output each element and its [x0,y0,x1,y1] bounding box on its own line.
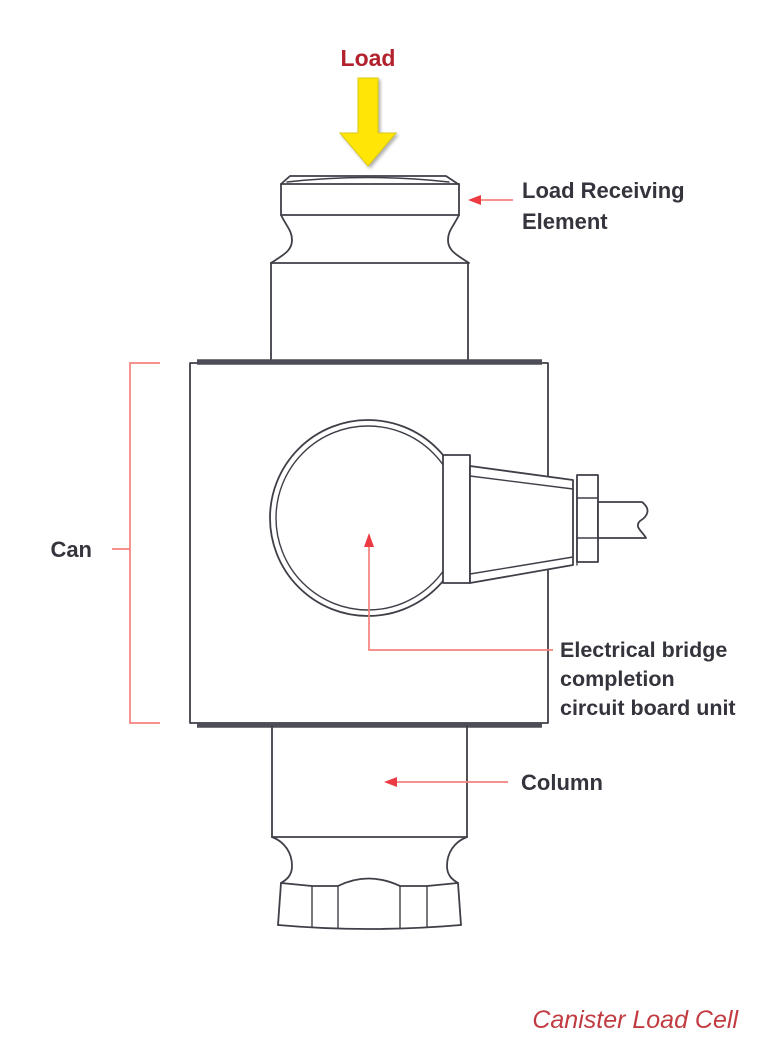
leader-arrowhead-left-icon [468,195,481,205]
can-bracket [112,362,160,724]
column-label: Column [521,770,603,795]
leader-column [384,777,508,787]
leader-load-receiving-element [468,195,513,205]
svg-text:Element: Element [522,209,608,234]
column-shape [271,725,468,930]
svg-text:completion: completion [560,667,675,691]
connector-taper [469,465,574,584]
can-label: Can [50,537,92,562]
diagram-caption: Canister Load Cell [532,1006,739,1034]
connector-mount-plate [442,454,471,584]
svg-text:circuit board unit: circuit board unit [560,696,736,720]
load-receiving-element-shape [270,175,470,361]
leader-arrowhead-up-icon [364,533,374,547]
cable [597,501,649,539]
hex-nut [277,877,462,930]
bridge-unit-label: Electrical bridge completion circuit boa… [560,638,736,720]
connector-shape [442,454,649,584]
leader-bridge-unit [364,533,553,651]
connector-collar [576,474,599,563]
svg-text:Electrical bridge: Electrical bridge [560,638,727,662]
svg-text:Load Receiving: Load Receiving [522,178,685,203]
load-receiving-element-label: Load Receiving Element [522,178,685,234]
load-arrow-icon [338,77,398,167]
load-label: Load [341,45,396,71]
leader-arrowhead-left2-icon [384,777,397,787]
